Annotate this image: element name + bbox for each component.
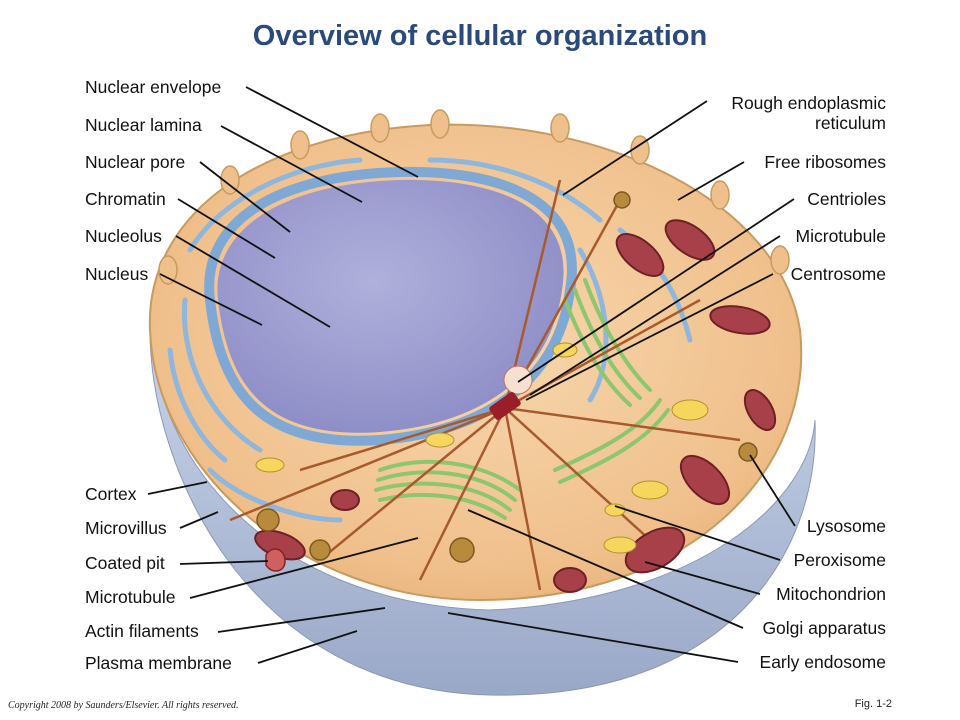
figure-label: Fig. 1-2 (854, 698, 892, 710)
label-plasma-membrane: Plasma membrane (85, 653, 232, 673)
centrosome (503, 365, 533, 395)
label-nuclear-pore: Nuclear pore (85, 152, 186, 172)
copyright-text: Copyright 2008 by Saunders/Elsevier. All… (8, 700, 239, 711)
label-actin-filaments: Actin filaments (85, 621, 199, 641)
leader-lines (147, 86, 796, 664)
label-rough-er: Rough endoplasmic reticulum (731, 93, 886, 133)
label-lysosome: Lysosome (806, 516, 886, 536)
label-cortex: Cortex (85, 484, 137, 504)
label-peroxisome: Peroxisome (793, 550, 886, 570)
label-chromatin: Chromatin (85, 189, 166, 209)
mitochondria (254, 219, 777, 593)
microvilli (158, 109, 790, 285)
label-early-endosome: Early endosome (759, 652, 886, 672)
label-microvillus: Microvillus (85, 518, 167, 538)
label-centrosome: Centrosome (790, 264, 886, 284)
cell-side (149, 329, 816, 696)
label-mitochondrion: Mitochondrion (776, 584, 886, 604)
lysosomes (256, 191, 758, 563)
rough-er (167, 157, 693, 523)
label-microtubule-left: Microtubule (85, 587, 176, 607)
nucleus (217, 179, 564, 433)
page-title: Overview of cellular organization (252, 20, 708, 52)
label-golgi-apparatus: Golgi apparatus (762, 618, 886, 638)
coated-pit (265, 548, 286, 572)
label-free-ribosomes: Free ribosomes (764, 152, 886, 172)
vesicles (255, 342, 709, 554)
label-nucleolus: Nucleolus (85, 226, 162, 246)
label-microtubule-right: Microtubule (795, 226, 886, 246)
label-coated-pit: Coated pit (85, 553, 165, 573)
label-centrioles: Centrioles (807, 189, 886, 209)
centrioles (489, 392, 521, 420)
label-nuclear-envelope: Nuclear envelope (85, 77, 222, 97)
label-nucleus: Nucleus (85, 264, 149, 284)
label-nuclear-lamina: Nuclear lamina (85, 115, 202, 135)
